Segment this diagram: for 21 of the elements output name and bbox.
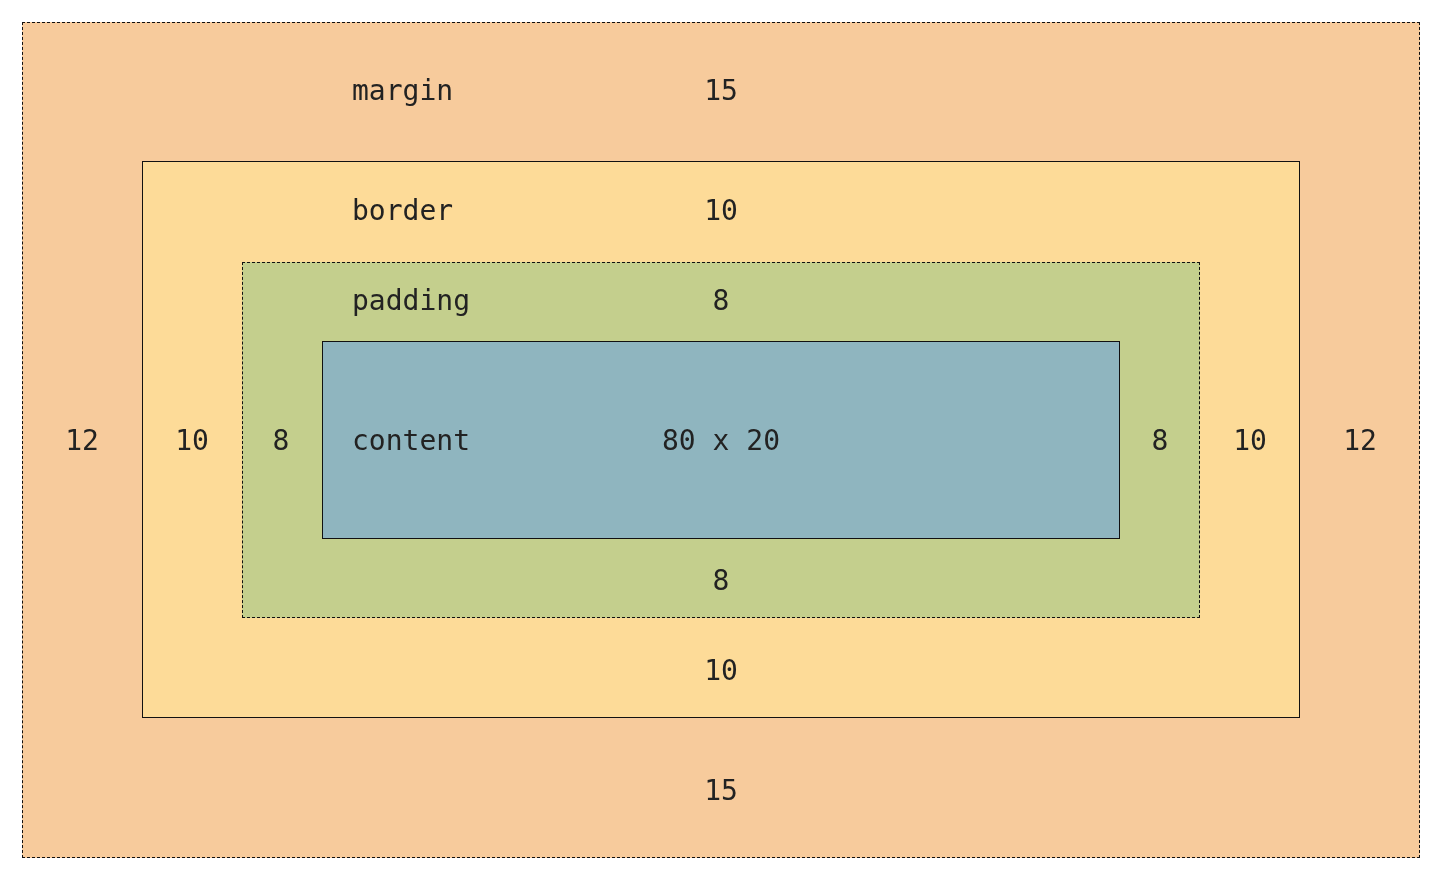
area-label: border <box>352 197 454 225</box>
content-area <box>322 341 1120 539</box>
size-value: 8 <box>712 287 730 315</box>
size-value: 15 <box>704 777 738 805</box>
area-label: margin <box>352 77 454 105</box>
size-value: 10 <box>1233 427 1267 455</box>
size-value: 8 <box>1151 427 1169 455</box>
padding-area <box>242 262 1200 618</box>
size-value: 12 <box>1343 427 1377 455</box>
size-value: 8 <box>712 567 730 595</box>
size-value: 12 <box>65 427 99 455</box>
size-value: 8 <box>272 427 290 455</box>
border-area <box>142 161 1300 718</box>
size-value: 10 <box>175 427 209 455</box>
area-label: content <box>352 427 470 455</box>
size-value: 10 <box>704 657 738 685</box>
size-value: 15 <box>704 77 738 105</box>
margin-area <box>22 22 1420 858</box>
size-value: 10 <box>704 197 738 225</box>
size-value: 80 x 20 <box>662 427 780 455</box>
area-label: padding <box>352 287 470 315</box>
